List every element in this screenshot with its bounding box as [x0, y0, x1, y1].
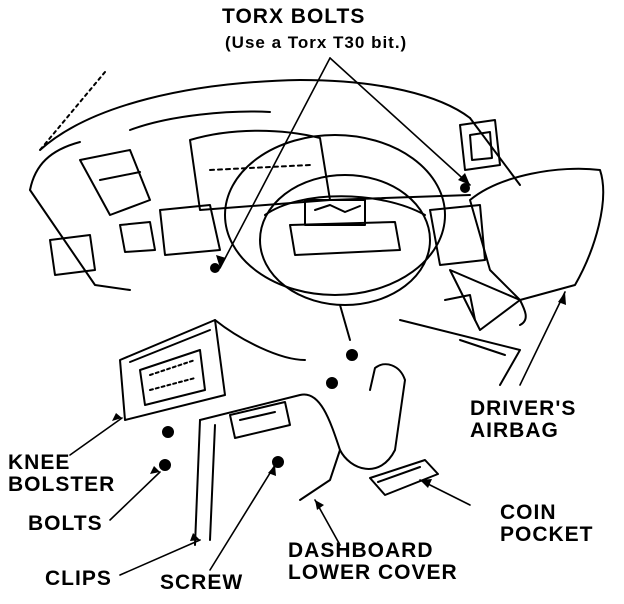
torx-bolts-label: TORX BOLTS	[222, 5, 366, 28]
leader-arrowheads	[112, 173, 566, 541]
drivers-airbag-panel	[399, 119, 605, 386]
screw-label: SCREW	[160, 571, 244, 594]
knee-bolster-line-1: KNEE	[8, 451, 71, 474]
torx-bit-note: (Use a Torx T30 bit.)	[225, 33, 408, 52]
dashboard-lower-cover-line-1: DASHBOARD	[288, 539, 434, 562]
knee-bolster-part	[119, 319, 306, 421]
dashboard-lower-cover-part	[194, 363, 406, 546]
drivers-airbag-line-2: AIRBAG	[470, 419, 559, 443]
fasteners	[159, 183, 470, 471]
dashboard-lower-cover-label: DASHBOARD LOWER COVER	[288, 539, 458, 585]
drivers-airbag-label: DRIVER'S AIRBAG	[470, 397, 577, 443]
coin-pocket-line-1: COIN	[500, 501, 557, 524]
knee-bolster-line-2: BOLSTER	[8, 473, 116, 497]
drivers-airbag-line-1: DRIVER'S	[470, 397, 577, 420]
coin-pocket-label: COIN POCKET	[500, 501, 594, 547]
dashboard-lower-cover-line-2: LOWER COVER	[288, 561, 458, 585]
clips-label: CLIPS	[45, 567, 112, 590]
bolts-label: BOLTS	[28, 512, 103, 535]
coin-pocket-line-2: POCKET	[500, 523, 594, 547]
steering-wheel	[224, 134, 446, 341]
leader-lines	[69, 57, 566, 576]
coin-pocket-part	[369, 459, 439, 496]
dashboard-outline	[29, 71, 521, 291]
knee-bolster-label: KNEE BOLSTER	[8, 451, 116, 497]
